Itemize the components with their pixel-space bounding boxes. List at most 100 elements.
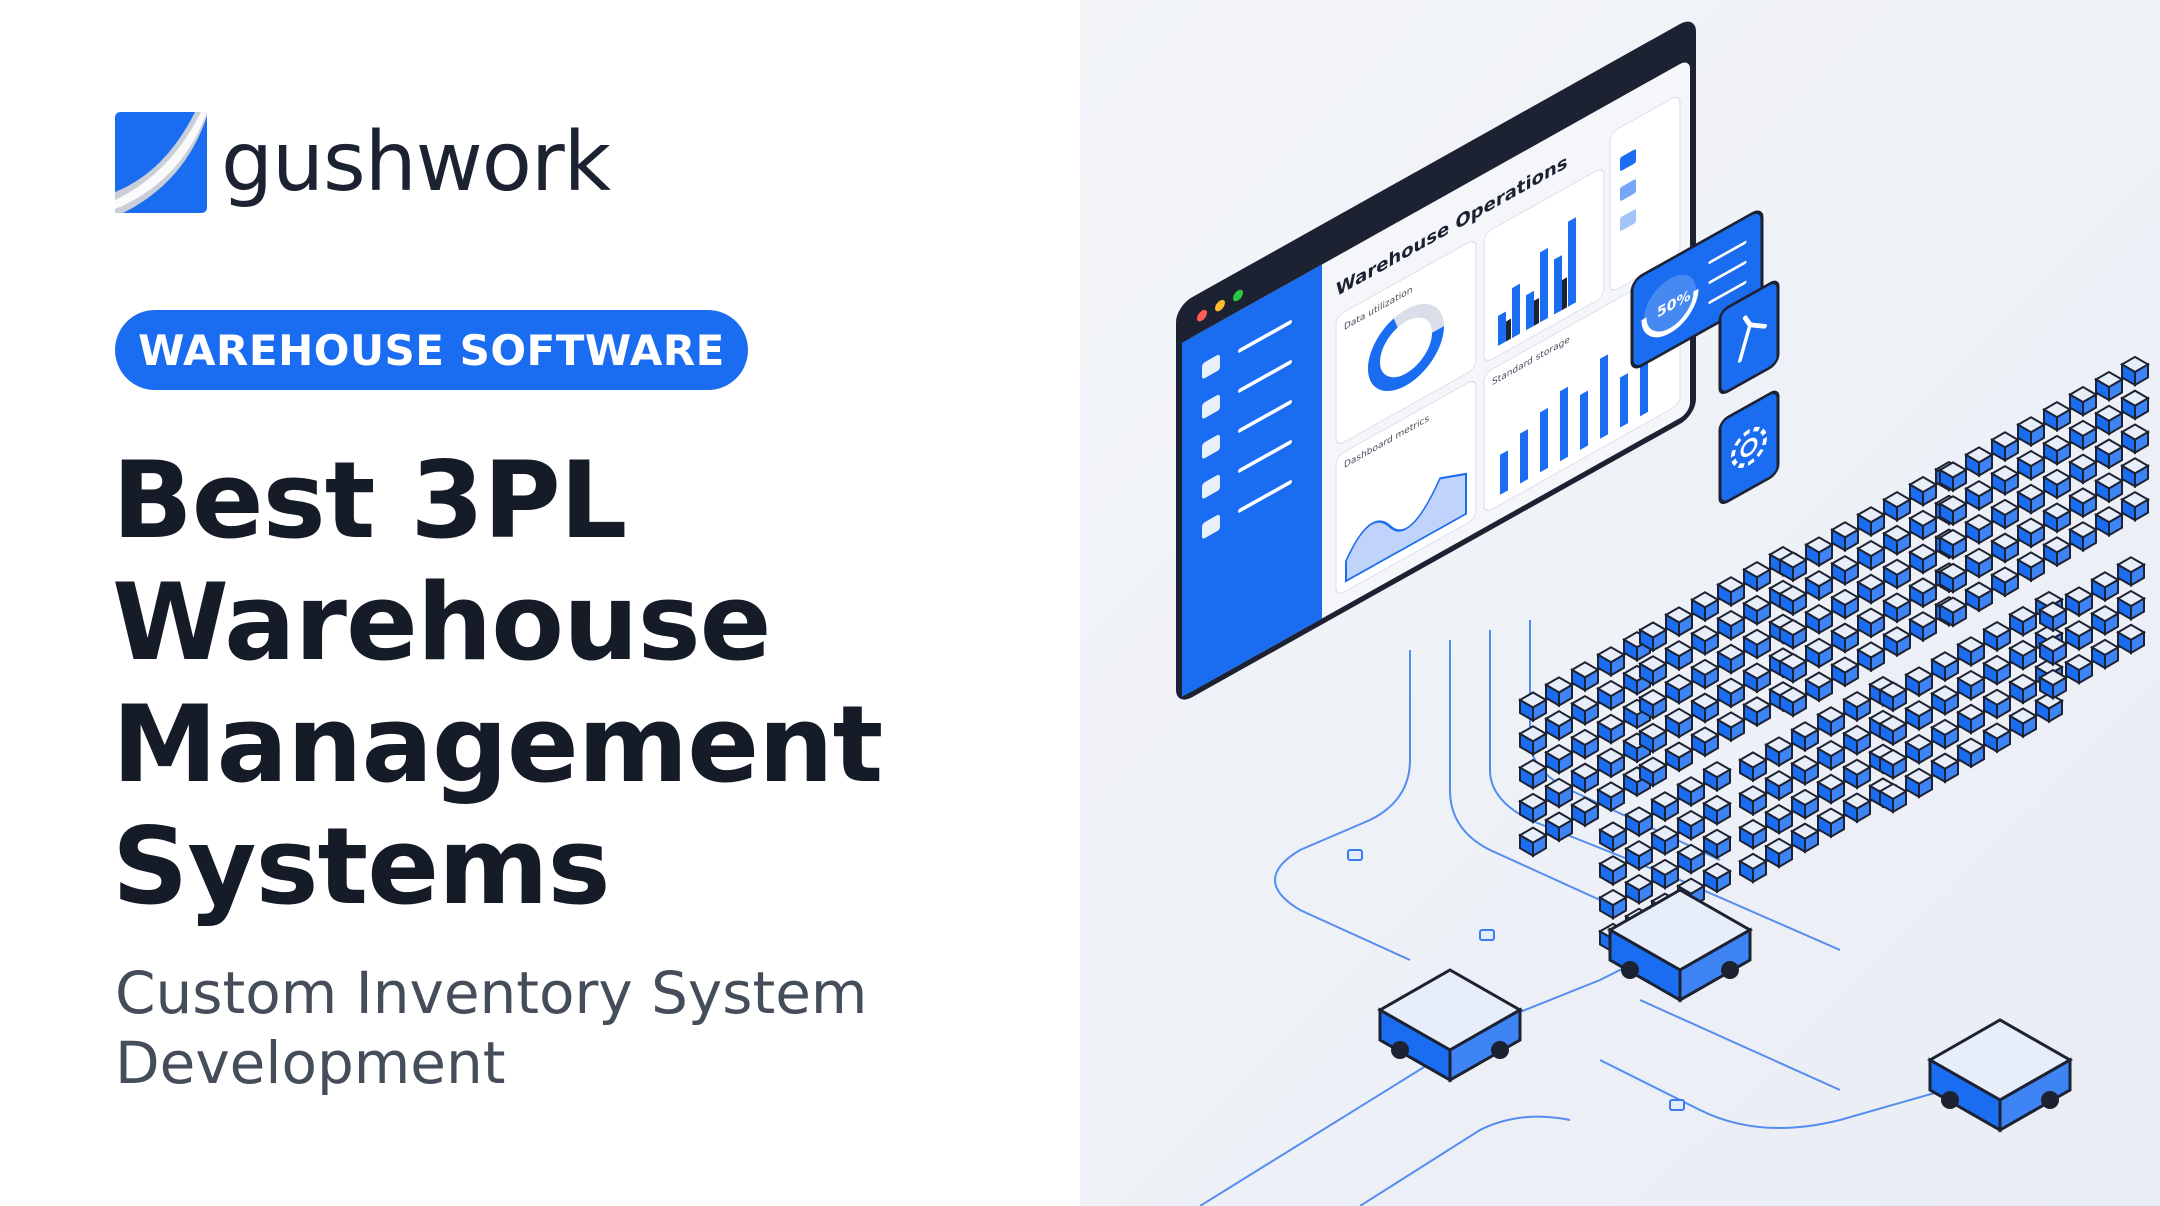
storage-box [1882,490,1912,522]
storage-box [1596,781,1626,813]
storage-box [1570,796,1600,828]
storage-box [1878,748,1908,780]
storage-box [1842,690,1872,722]
storage-box [1716,609,1746,641]
storage-box [2068,521,2098,553]
storage-box [1856,573,1886,605]
storage-box [1544,743,1574,775]
storage-box [2116,623,2146,655]
storage-box [1664,606,1694,638]
storage-box [1882,626,1912,658]
subtitle: Custom Inventory System Development [115,958,1055,1098]
storage-box [1690,591,1720,623]
warehouse-racks [1518,355,2150,954]
storage-box [1676,809,1706,841]
storage-box [1716,677,1746,709]
storage-box [1938,562,1968,594]
title-line-2: Warehouse [112,561,772,684]
page-title: Best 3PL Warehouse Management Systems [112,440,1052,928]
storage-box [1908,509,1938,541]
storage-box [2094,438,2124,470]
storage-box [1676,776,1706,808]
storage-box [2008,605,2038,637]
storage-box [1664,673,1694,705]
storage-box [1742,696,1772,728]
storage-box [1650,858,1680,890]
storage-box [1964,547,1994,579]
storage-box [1702,794,1732,826]
storage-box [1956,737,1986,769]
storage-box [1638,621,1668,653]
storage-box [1982,654,2012,686]
storage-box [1778,585,1808,617]
storage-box [2008,639,2038,671]
storage-box [1982,722,2012,754]
storage-box [1664,707,1694,739]
storage-box [1596,679,1626,711]
storage-box [1930,718,1960,750]
storage-box [1938,596,1968,628]
storage-box [1804,536,1834,568]
storage-box [1598,821,1628,853]
gushwork-logo-icon [115,112,207,213]
storage-box [1908,475,1938,507]
storage-box [1738,852,1768,884]
storage-box [2042,536,2072,568]
storage-box [1742,560,1772,592]
storage-box [1990,498,2020,530]
storage-box [1518,725,1548,757]
storage-box [1790,822,1820,854]
storage-box [2064,586,2094,618]
storage-box [2068,419,2098,451]
storage-box [1882,524,1912,556]
delivery-robots [1376,888,2074,1133]
robot-cart-icon [1606,888,1754,1003]
storage-box [1544,811,1574,843]
storage-box [2042,502,2072,534]
storage-box [1842,758,1872,790]
storage-box [2038,668,2068,700]
storage-box [1518,691,1548,723]
warehouse-illustration: Warehouse Operations Data utilization St… [1176,21,2150,1206]
storage-box [1764,837,1794,869]
brand-logo[interactable]: gushwork [115,112,611,213]
gear-icon [1718,390,1780,505]
storage-box [2016,551,2046,583]
storage-box [1518,792,1548,824]
storage-box [1570,728,1600,760]
storage-box [1596,747,1626,779]
storage-box [2016,449,2046,481]
brand-name: gushwork [221,114,611,210]
storage-box [1804,603,1834,635]
storage-box [1816,773,1846,805]
storage-box [1908,543,1938,575]
storage-box [1938,495,1968,527]
left-panel: gushwork WAREHOUSE SOFTWARE Best 3PL War… [112,112,1055,1098]
storage-box [1596,713,1626,745]
storage-box [1544,777,1574,809]
storage-box [1544,710,1574,741]
storage-box [1964,480,1994,511]
storage-box [1702,862,1732,894]
hero-illustration: Warehouse Operations Data utilization St… [1080,0,2160,1206]
storage-box [1830,521,1860,553]
storage-box [1904,666,1934,698]
storage-box [1878,715,1908,747]
storage-box [1690,726,1720,758]
storage-box [2016,517,2046,549]
storage-box [1990,532,2020,564]
storage-box [2042,434,2072,466]
storage-box [1764,736,1794,768]
storage-box [1742,594,1772,626]
storage-box [1964,581,1994,613]
storage-box [1982,620,2012,652]
storage-box [2090,604,2120,636]
storage-box [1804,671,1834,703]
title-line-1: Best 3PL [112,439,627,562]
storage-box [1904,700,1934,731]
storage-box [1830,588,1860,620]
storage-box [2008,707,2038,739]
title-line-4: Systems [112,805,611,928]
storage-box [1930,684,1960,716]
storage-box [1716,711,1746,743]
